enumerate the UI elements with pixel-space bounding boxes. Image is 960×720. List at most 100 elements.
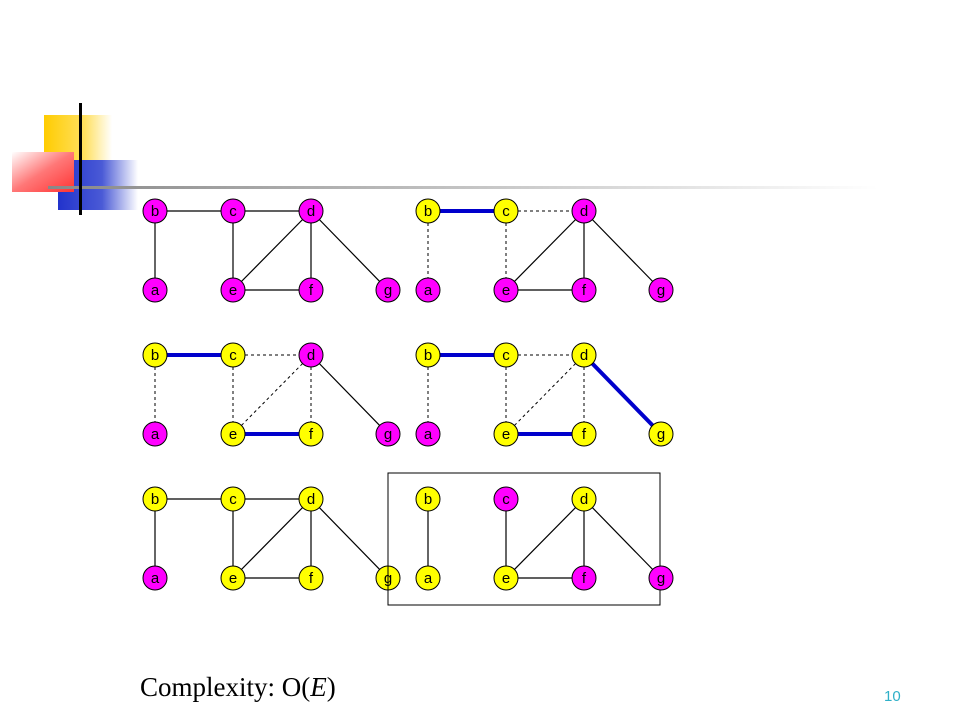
node-label-e: e <box>502 570 510 587</box>
node-c <box>220 198 246 224</box>
node-e <box>220 421 246 447</box>
node-label-g: g <box>657 570 665 587</box>
edge-d-e <box>232 210 312 291</box>
complexity-variable: E <box>310 672 327 702</box>
deco-horizontal-line <box>48 186 878 189</box>
edge-d-g <box>583 498 662 579</box>
edge-d-g <box>310 498 389 579</box>
node-label-f: f <box>582 570 587 587</box>
edge-d-g <box>310 354 389 435</box>
node-c <box>220 486 246 512</box>
node-label-d: d <box>580 491 588 508</box>
node-label-f: f <box>309 570 314 587</box>
edge-d-e <box>505 354 585 435</box>
node-label-g: g <box>384 282 392 299</box>
node-label-g: g <box>657 282 665 299</box>
node-a <box>142 565 168 591</box>
node-label-e: e <box>502 426 510 443</box>
node-a <box>142 421 168 447</box>
node-d <box>298 198 324 224</box>
node-c <box>493 486 519 512</box>
node-c <box>220 342 246 368</box>
graph-2: a b c d e f g <box>415 198 674 303</box>
node-label-g: g <box>657 426 665 443</box>
node-f <box>571 277 597 303</box>
node-label-b: b <box>151 347 159 364</box>
node-label-c: c <box>229 491 237 508</box>
node-label-e: e <box>229 570 237 587</box>
node-c <box>493 198 519 224</box>
highlight-frame <box>387 472 661 606</box>
node-label-a: a <box>424 426 433 443</box>
edge-d-e <box>505 210 585 291</box>
graph-6: a b c d e f g <box>387 472 674 606</box>
node-f <box>298 277 324 303</box>
node-label-b: b <box>151 203 159 220</box>
node-g <box>648 421 674 447</box>
node-d <box>571 486 597 512</box>
node-a <box>142 277 168 303</box>
node-label-d: d <box>307 347 315 364</box>
complexity-text: Complexity: O(E) <box>140 672 336 703</box>
node-g <box>648 565 674 591</box>
node-g <box>375 421 401 447</box>
node-label-f: f <box>582 282 587 299</box>
node-label-d: d <box>307 491 315 508</box>
complexity-expr-open: O( <box>281 672 311 702</box>
node-label-b: b <box>424 203 432 220</box>
node-a <box>415 565 441 591</box>
node-label-e: e <box>229 426 237 443</box>
node-a <box>415 277 441 303</box>
node-d <box>298 486 324 512</box>
node-label-a: a <box>424 282 433 299</box>
node-label-b: b <box>151 491 159 508</box>
node-e <box>493 565 519 591</box>
node-label-a: a <box>151 282 160 299</box>
node-e <box>493 421 519 447</box>
page-number: 10 <box>884 688 901 705</box>
node-g <box>375 277 401 303</box>
node-e <box>220 565 246 591</box>
node-label-e: e <box>502 282 510 299</box>
edge-d-e <box>232 354 312 435</box>
node-b <box>415 198 441 224</box>
node-a <box>415 421 441 447</box>
node-g <box>648 277 674 303</box>
graph-4: a b c d e f g <box>415 342 674 447</box>
node-label-d: d <box>580 347 588 364</box>
node-f <box>571 565 597 591</box>
node-e <box>220 277 246 303</box>
node-f <box>571 421 597 447</box>
complexity-expr-close: ) <box>326 672 336 702</box>
node-b <box>142 486 168 512</box>
node-label-c: c <box>502 203 510 220</box>
deco-red-square <box>12 152 74 192</box>
node-label-b: b <box>424 491 432 508</box>
node-b <box>142 198 168 224</box>
node-label-c: c <box>229 347 237 364</box>
edge-d-g <box>582 353 663 436</box>
node-label-c: c <box>229 203 237 220</box>
node-d <box>298 342 324 368</box>
edge-d-e <box>505 498 585 579</box>
node-label-b: b <box>424 347 432 364</box>
node-d <box>571 342 597 368</box>
node-label-f: f <box>582 426 587 443</box>
edge-d-e <box>232 498 312 579</box>
node-label-d: d <box>580 203 588 220</box>
node-b <box>415 342 441 368</box>
node-d <box>571 198 597 224</box>
node-f <box>298 421 324 447</box>
node-label-f: f <box>309 282 314 299</box>
node-label-a: a <box>424 570 433 587</box>
edge-d-g <box>583 210 662 291</box>
node-label-c: c <box>502 347 510 364</box>
node-label-d: d <box>307 203 315 220</box>
edge-d-g <box>310 210 389 291</box>
node-label-c: c <box>502 491 510 508</box>
node-f <box>298 565 324 591</box>
